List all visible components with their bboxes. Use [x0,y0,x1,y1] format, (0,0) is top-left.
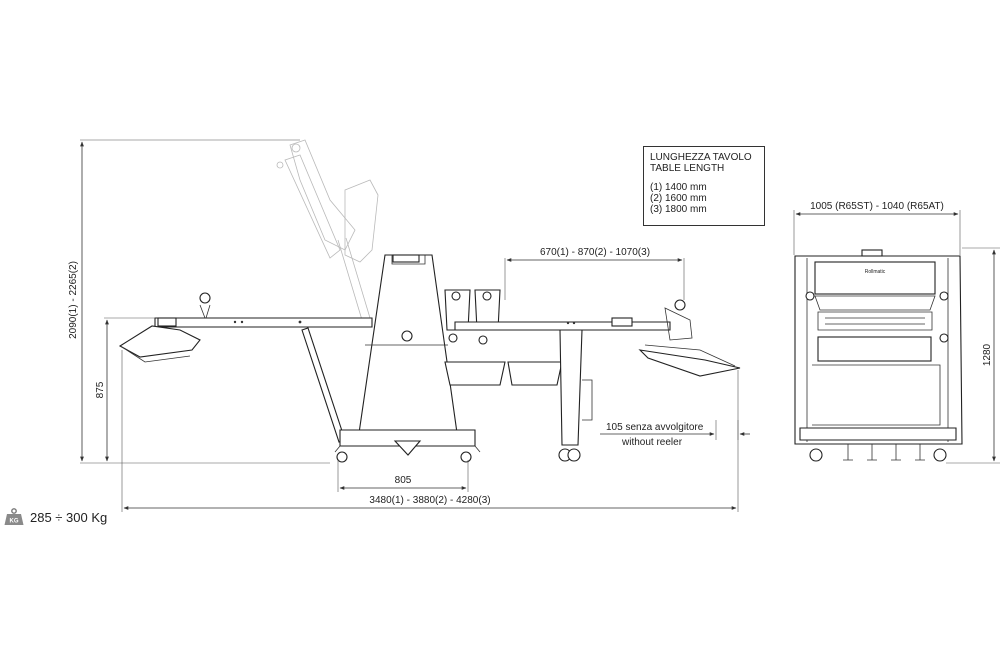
weight-kg-icon: KG [4,508,24,526]
side-dimensions [793,210,1000,464]
dim-side-height: 1280 [982,343,993,366]
dim-base-width: 805 [395,475,412,486]
legend-title-it: LUNGHEZZA TAVOLO [650,152,752,163]
legend-option-1: (1) 1400 mm [650,182,707,193]
dim-reeler-en: without reeler [621,437,683,448]
dim-table-extension: 670(1) - 870(2) - 1070(3) [540,247,650,258]
legend-title-en: TABLE LENGTH [650,163,725,174]
sheeter-side-view: Rollmatic [794,249,963,462]
weight-indicator: KG 285 ÷ 300 Kg [4,508,107,526]
dim-side-width: 1005 (R65ST) - 1040 (R65AT) [810,201,944,212]
dim-reeler-it: 105 senza avvolgitore [606,422,704,433]
raised-table-ghost [276,139,379,321]
legend-option-3: (3) 1800 mm [650,204,707,215]
front-dimensions [80,139,750,512]
dim-overall-length: 3480(1) - 3880(2) - 4280(3) [369,495,490,506]
weight-icon-text: KG [10,519,19,525]
dim-height-table: 875 [95,381,106,398]
dim-height-total: 2090(1) - 2265(2) [68,261,79,339]
side-brand-plate: Rollmatic [865,269,886,275]
legend-option-2: (2) 1600 mm [650,193,707,204]
weight-label: 285 ÷ 300 Kg [30,509,108,525]
table-length-legend: LUNGHEZZA TAVOLO TABLE LENGTH (1) 1400 m… [643,146,765,226]
sheeter-front-view [118,254,741,463]
